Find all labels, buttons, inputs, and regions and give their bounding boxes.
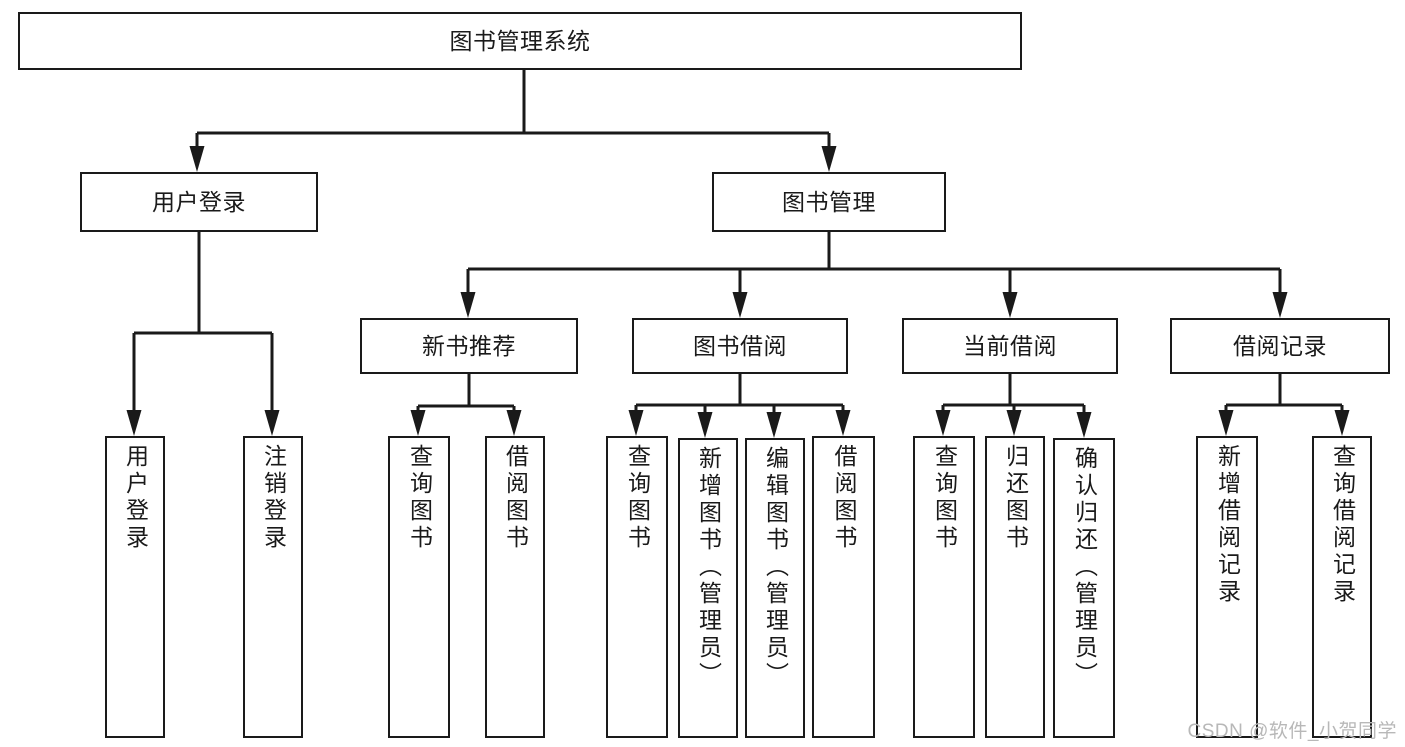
node-label: 查询图书 [624,444,651,552]
node-label: 查询图书 [931,444,958,552]
node-book-manage[interactable]: 图书管理 [712,172,946,232]
node-label: 编辑图书（管理员） [762,446,789,689]
node-label: 借阅记录 [1233,332,1327,359]
node-user-login[interactable]: 用户登录 [80,172,318,232]
node-label: 图书管理系统 [449,27,591,54]
node-leaf-return-book[interactable]: 归还图书 [985,436,1045,738]
node-leaf-query-book-borrow[interactable]: 查询图书 [606,436,668,738]
node-leaf-confirm-return[interactable]: 确认归还（管理员） [1053,438,1115,738]
watermark-text: CSDN @软件_小贺同学 [1187,721,1397,742]
node-label: 归还图书 [1002,444,1029,552]
node-leaf-borrow-book-recommend[interactable]: 借阅图书 [485,436,545,738]
node-leaf-query-borrow-record[interactable]: 查询借阅记录 [1312,436,1372,738]
node-leaf-query-book-current[interactable]: 查询图书 [913,436,975,738]
node-new-book-recommend[interactable]: 新书推荐 [360,318,578,374]
node-label: 确认归还（管理员） [1071,446,1098,689]
node-label: 查询借阅记录 [1329,444,1356,606]
node-book-borrow[interactable]: 图书借阅 [632,318,848,374]
node-label: 用户登录 [152,188,246,215]
node-label: 图书管理 [782,188,876,215]
node-label: 新增图书（管理员） [695,446,722,689]
node-leaf-user-logout[interactable]: 注销登录 [243,436,303,738]
node-label: 新增借阅记录 [1214,444,1241,606]
node-borrow-record[interactable]: 借阅记录 [1170,318,1390,374]
node-leaf-borrow-book[interactable]: 借阅图书 [812,436,875,738]
node-label: 注销登录 [260,444,287,552]
node-label: 图书借阅 [693,332,787,359]
node-label: 查询图书 [406,444,433,552]
node-label: 当前借阅 [963,332,1057,359]
node-label: 借阅图书 [831,444,857,552]
node-leaf-add-borrow-record[interactable]: 新增借阅记录 [1196,436,1258,738]
node-leaf-edit-book[interactable]: 编辑图书（管理员） [745,438,805,738]
node-label: 借阅图书 [502,444,529,552]
node-current-borrow[interactable]: 当前借阅 [902,318,1118,374]
node-leaf-query-book-recommend[interactable]: 查询图书 [388,436,450,738]
node-leaf-user-login[interactable]: 用户登录 [105,436,165,738]
node-label: 新书推荐 [422,332,516,359]
node-root[interactable]: 图书管理系统 [18,12,1022,70]
node-leaf-add-book[interactable]: 新增图书（管理员） [678,438,738,738]
node-label: 用户登录 [122,444,149,552]
